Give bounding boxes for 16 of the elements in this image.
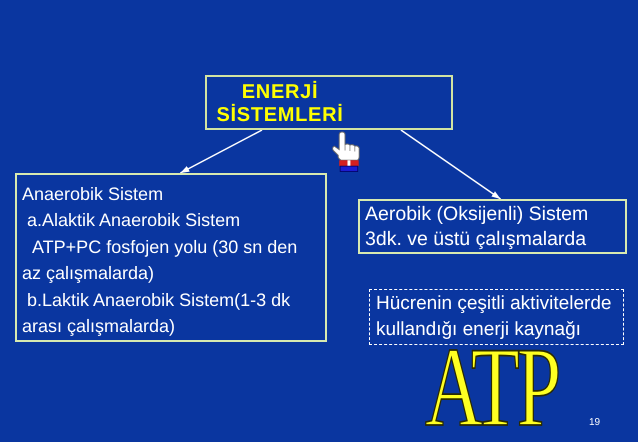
body-text: Aerobik (Oksijenli) Sistem [365, 202, 590, 227]
word-art: ATP [425, 347, 558, 430]
info-box [358, 199, 627, 254]
body-text: ATP+PC fosfojen yolu (30 sn den az çalışmalarda) [22, 236, 298, 286]
body-text: Anaerobik Sistem [22, 183, 164, 206]
note-text: Hücrenin çeşitli aktivitelerde kullandığı enerji kaynağı [376, 292, 612, 342]
arrow [180, 129, 262, 174]
title-box [205, 75, 453, 130]
arrow [400, 129, 501, 200]
info-box [15, 173, 327, 342]
body-text: a.Alaktik Anaerobik Sistem [26, 209, 242, 232]
body-text: 3dk. ve üstü çalışmalarda [365, 227, 588, 252]
heading-text: ENERJİ SİSTEMLERİ [215, 81, 344, 127]
note-box [369, 289, 624, 345]
page-number: 19 [589, 417, 600, 429]
body-text: b.Laktik Anaerobik Sistem(1-3 dk arası çalışmalarda) [22, 288, 292, 338]
